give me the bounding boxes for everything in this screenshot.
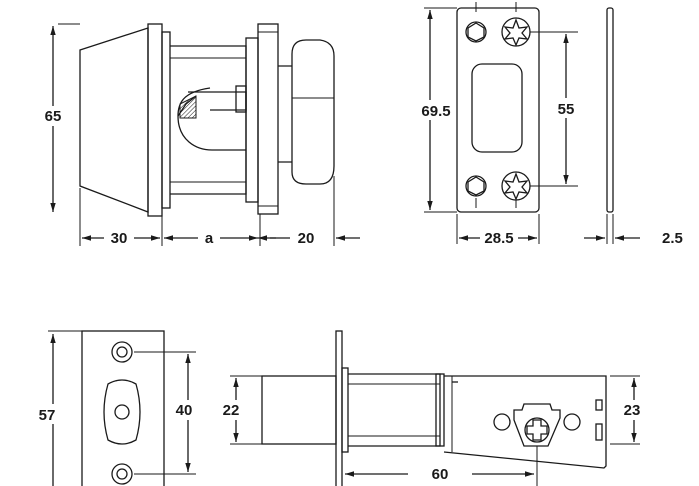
dim-label-latch-body-height: 23	[624, 402, 641, 419]
faceplate-edge	[335, 330, 343, 486]
dim-label-backset: 60	[432, 466, 449, 483]
dim-label-cylinder-depth: 30	[111, 230, 128, 247]
strike-bolt-opening	[471, 63, 523, 153]
dim-label-bolt-height: 22	[223, 402, 240, 419]
strike-plate-edge	[606, 7, 614, 213]
dim-label-strike-height: 69.5	[421, 103, 450, 120]
inner-flange	[245, 37, 259, 203]
latch-cam	[513, 403, 561, 447]
inner-rose	[257, 23, 279, 215]
outer-flange	[161, 31, 171, 209]
bolt-opening	[103, 379, 141, 445]
faceplate-screw-bottom	[111, 463, 133, 485]
thumbturn-knob	[291, 39, 335, 185]
bolt-cam	[177, 87, 246, 151]
strike-plate-front-view: 69.5 55 28.5 2.5	[416, 2, 683, 248]
tailpiece	[188, 91, 247, 111]
dim-label-strike-hole-spacing: 55	[558, 101, 575, 118]
latch-bolt	[261, 375, 337, 445]
dim-label-thumbturn-depth: 20	[298, 230, 315, 247]
latch-side-view: 22 23 60	[220, 330, 650, 486]
cross-spindle-hole	[526, 419, 548, 441]
strike-plate	[456, 7, 540, 213]
faceplate-screw-top	[111, 341, 133, 363]
faceplate	[81, 330, 165, 486]
deadbolt-side-view: 65 30 a 20	[40, 23, 360, 248]
dim-label-faceplate-height: 57	[39, 407, 56, 424]
dim-label-cylinder-height: 65	[45, 108, 62, 125]
screw-hole-bottom-right	[501, 171, 531, 201]
latch-hole-right	[563, 413, 581, 431]
dim-label-strike-thickness: 2.5	[662, 230, 683, 247]
outer-rose	[147, 23, 163, 217]
screw-hole-bottom-left	[465, 175, 487, 197]
screw-hole-top-left	[465, 21, 487, 43]
latch-case	[443, 375, 607, 469]
dim-label-door-thickness: a	[205, 230, 214, 247]
latch-hole-left	[493, 413, 511, 431]
screw-hole-top-right	[501, 17, 531, 47]
dim-label-strike-width: 28.5	[484, 230, 513, 247]
cylinder-housing	[79, 27, 149, 213]
latch-tube	[348, 373, 441, 447]
dim-label-faceplate-hole-spacing: 40	[176, 402, 193, 419]
inner-body	[170, 45, 247, 195]
latch-faceplate-front-view: 57 40	[36, 330, 202, 486]
bolt-center-hole	[114, 404, 130, 420]
